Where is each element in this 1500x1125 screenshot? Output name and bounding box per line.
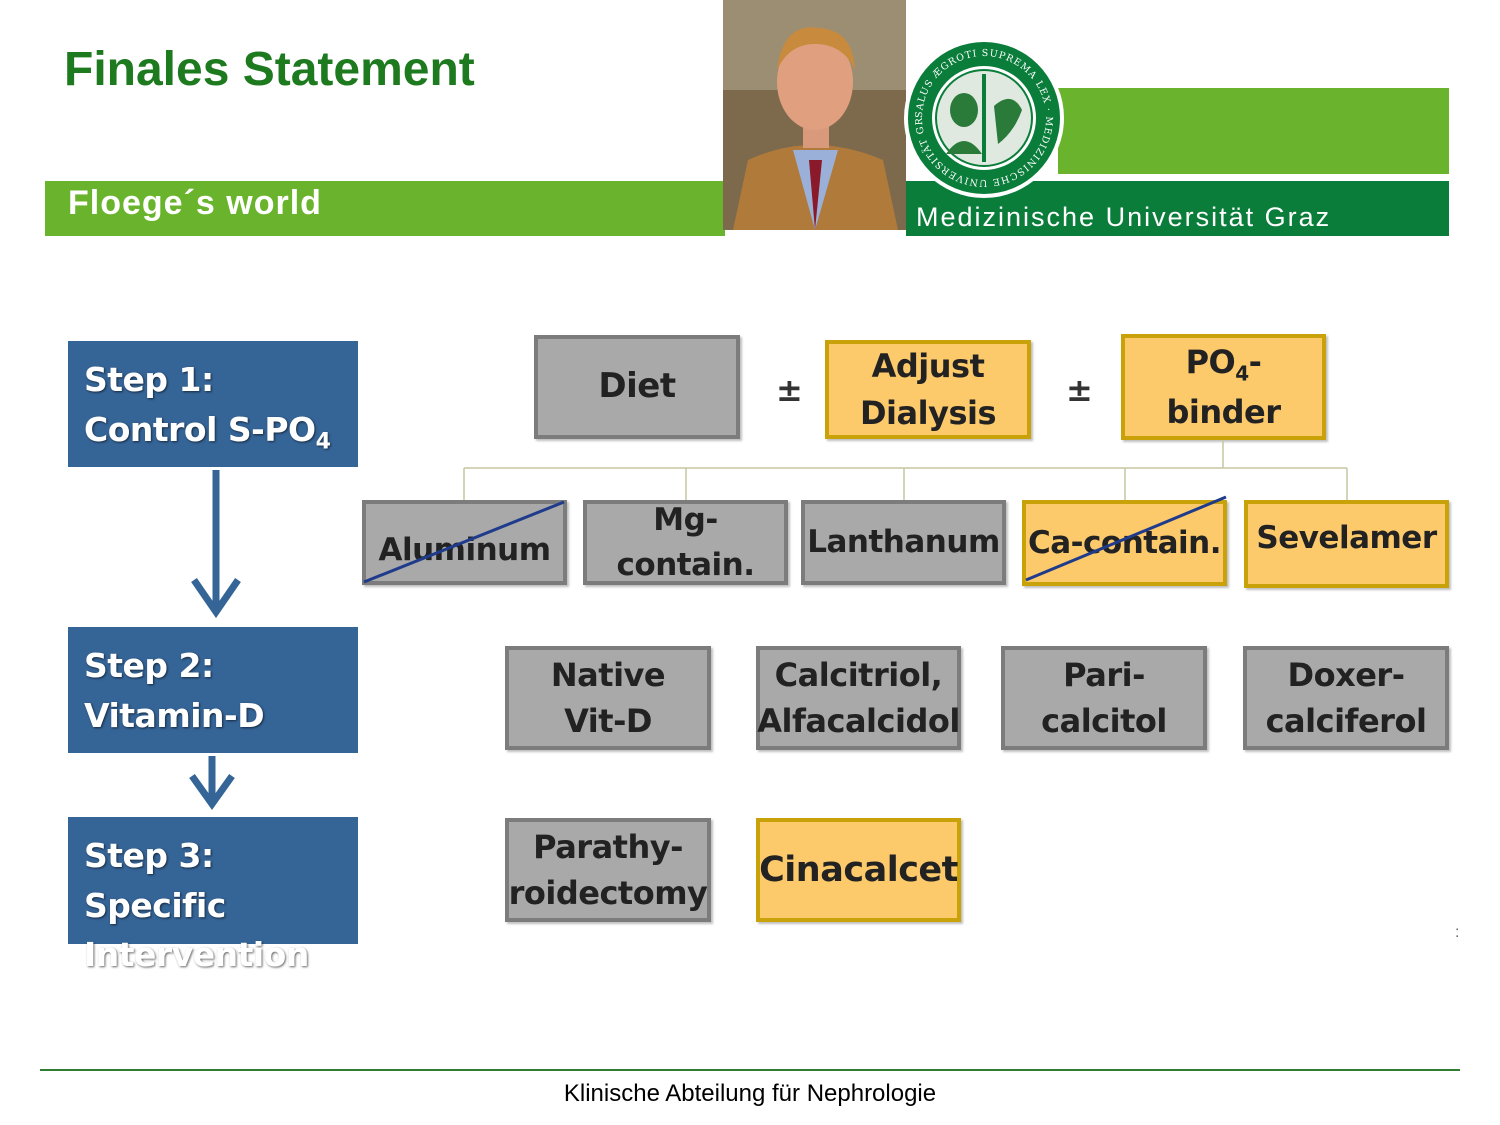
plus-minus-sign: ±: [1066, 371, 1093, 409]
step-3-description: Intervention: [84, 935, 309, 974]
vitd-calcitriol-alfacalcidol: Calcitriol, Alfacalcidol: [756, 646, 961, 750]
header-band-light: [1058, 88, 1449, 174]
aluminum-strike-line: [363, 500, 565, 584]
step-1-box: Step 1: Control S-PO4: [68, 341, 358, 467]
page-title: Finales Statement: [64, 43, 475, 96]
university-seal-logo: SALUS ÆGROTI SUPREMA LEX · MEDIZINISCHE …: [897, 28, 1066, 200]
vitd-native: Native Vit-D: [505, 646, 711, 750]
adjust-dialysis-box: Adjust Dialysis: [825, 340, 1031, 439]
page-subtitle: Floege´s world: [68, 184, 322, 222]
stray-mark: :: [1455, 924, 1460, 941]
plus-minus-sign: ±: [776, 371, 803, 409]
arrow-step1-to-step2: [191, 470, 241, 619]
step-1-label: Step 1:: [84, 360, 214, 399]
vitd-doxercalciferol: Doxer- calciferol: [1243, 646, 1449, 750]
arrow-step2-to-step3: [189, 756, 235, 811]
binder-mg-contain: Mg-contain.: [583, 500, 788, 585]
subtitle-band: [45, 181, 725, 236]
step3-cinacalcet: Cinacalcet: [756, 818, 961, 922]
binder-aluminum: Aluminum: [362, 500, 567, 585]
footer-text: Klinische Abteilung für Nephrologie: [563, 1080, 937, 1107]
binder-lanthanum: Lanthanum: [801, 500, 1006, 585]
footer-divider: [40, 1069, 1460, 1071]
step-2-description: Vitamin-D: [84, 695, 265, 735]
step-1-description: Control S-PO4: [84, 409, 331, 455]
step-2-box: Step 2: Vitamin-D: [68, 627, 358, 753]
step-2-label: Step 2:: [84, 646, 214, 685]
step-3-box: Step 3: Specific Intervention: [68, 817, 358, 974]
university-name: Medizinische Universität Graz: [916, 202, 1332, 232]
po4-binder-box: PO4- binder: [1121, 334, 1326, 440]
ca-contain-strike-line: [1025, 495, 1227, 582]
portrait-photo: [723, 0, 906, 230]
vitd-paricalcitol: Pari- calcitol: [1001, 646, 1207, 750]
binder-sevelamer: Sevelamer: [1244, 500, 1449, 588]
diet-box: Diet: [534, 335, 740, 439]
step-3-label: Step 3: Specific: [84, 836, 226, 925]
step3-parathyroidectomy: Parathy- roidectomy: [505, 818, 711, 922]
binder-ca-contain: Ca-contain.: [1022, 500, 1227, 586]
